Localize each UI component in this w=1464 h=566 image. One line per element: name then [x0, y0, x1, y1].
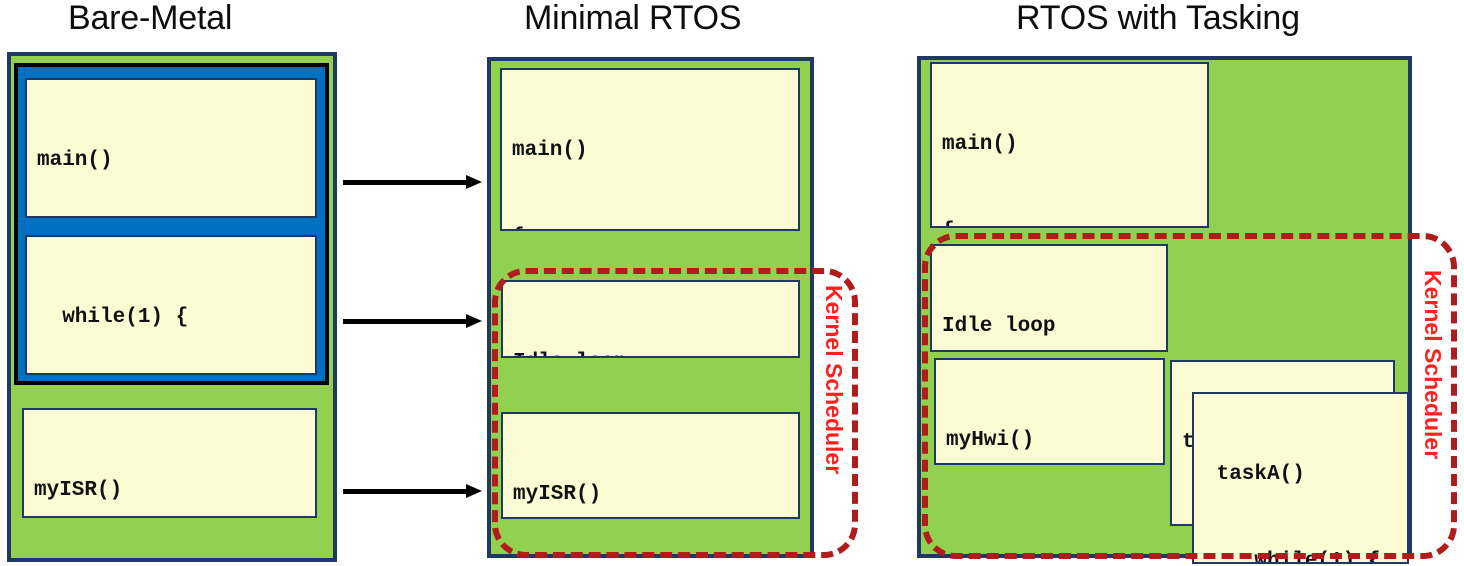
arrow-head	[466, 484, 482, 498]
code-line: myISR()	[34, 479, 123, 502]
code-line: Idle loop	[942, 315, 1056, 338]
code-line: taskA()	[1204, 463, 1305, 486]
code-line: Idle loop	[513, 348, 788, 356]
arrow-loop-to-idle	[343, 314, 482, 328]
rtos-tasking-idle-loop-box: Idle loop non real-time work	[930, 244, 1168, 352]
arrow-shaft	[343, 489, 466, 494]
rtos-tasking-kernel-scheduler-label: Kernel Scheduler	[1420, 270, 1446, 460]
arrow-head	[466, 314, 482, 328]
minimal-rtos-main-box: main() { init vTaskStartScheduler() }	[500, 68, 800, 231]
bare-metal-while-box: while(1) { state machine } }	[25, 235, 317, 375]
code-line: {	[942, 217, 1197, 226]
minimal-rtos-idle-loop-box: Idle loop state machine	[501, 280, 800, 358]
bare-metal-myisr-box: myISR() get buffer process	[22, 408, 317, 518]
code-line: myISR()	[513, 483, 602, 506]
page-title-rtos-with-tasking: RTOS with Tasking	[1016, 0, 1300, 37]
code-line: main()	[37, 149, 113, 172]
code-line: while(1) {	[1204, 550, 1381, 564]
minimal-rtos-myisr-box: myISR() get buffer process	[501, 412, 800, 519]
arrow-shaft	[343, 180, 466, 185]
arrow-shaft	[343, 319, 466, 324]
arrow-main-to-rtos	[343, 175, 482, 189]
bare-metal-main-box: main() { init	[25, 78, 317, 218]
arrow-head	[466, 175, 482, 189]
minimal-rtos-kernel-scheduler-label: Kernel Scheduler	[821, 285, 847, 475]
code-line: myHwi()	[946, 429, 1035, 452]
rtos-tasking-main-box: main() { init vTaskStartScheduler() }	[930, 62, 1209, 228]
code-line: main()	[512, 139, 588, 162]
code-line: main()	[942, 133, 1018, 156]
code-line: {	[512, 223, 788, 229]
page-title-minimal-rtos: Minimal RTOS	[524, 0, 742, 37]
code-line: while(1) {	[37, 306, 189, 329]
rtos-tasking-myhwi-box: myHwi() get buffer sem_post	[934, 358, 1165, 465]
arrow-isr-to-isr	[343, 484, 482, 498]
page-title-bare-metal: Bare-Metal	[68, 0, 233, 37]
rtos-tasking-taska-box: taskA() while(1) { sem_pend process }	[1192, 392, 1409, 564]
